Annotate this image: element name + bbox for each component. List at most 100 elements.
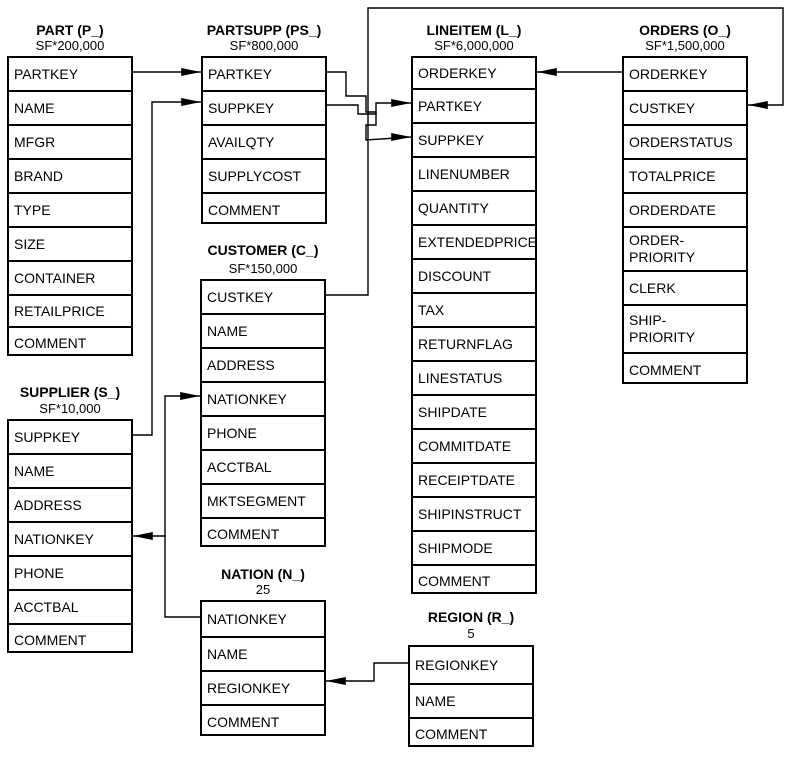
customer-field-comment: COMMENT <box>202 517 324 549</box>
orders-field-totalprice: TOTALPRICE <box>624 158 746 192</box>
link-partsupp-lineitem-partkey <box>327 102 411 115</box>
orders-table-title: ORDERS (O_) <box>639 22 731 38</box>
customer-field-mktsegment: MKTSEGMENT <box>202 483 324 517</box>
customer-field-phone: PHONE <box>202 415 324 449</box>
orders-field-orderstatus: ORDERSTATUS <box>624 124 746 158</box>
nation-field-regionkey: REGIONKEY <box>202 670 324 704</box>
link-supplier-partsupp <box>133 101 201 436</box>
supplier-field-suppkey: SUPPKEY <box>14 428 81 445</box>
lineitem-field-returnflag: RETURNFLAG <box>413 326 535 360</box>
link-partsupp-lineitem-suppkey <box>327 71 412 141</box>
part-table-title: PART (P_) <box>36 22 104 38</box>
customer-field-name: NAME <box>202 313 324 347</box>
lineitem-field-suppkey: SUPPKEY <box>413 122 535 156</box>
region-field-comment: COMMENT <box>410 717 532 749</box>
lineitem-field-receiptdate: RECEIPTDATE <box>413 462 535 496</box>
part-field-brand: BRAND <box>9 158 131 192</box>
supplier-table-title: SUPPLIER (S_) <box>19 384 121 400</box>
customer-table-cardinality: SF*150,000 <box>228 261 298 276</box>
nation-table-title: NATION (N_) <box>221 566 305 582</box>
partsupp-table-cardinality: SF*800,000 <box>229 38 299 53</box>
supplier-field-phone: PHONE <box>9 555 131 589</box>
arrowhead-lineitem-partkey <box>391 99 411 107</box>
orders-field-clerk: CLERK <box>624 270 746 304</box>
lineitem-field-quantity: QUANTITY <box>413 190 535 224</box>
supplier-table-cardinality: SF*10,000 <box>39 401 101 416</box>
customer-table-title: CUSTOMER (C_) <box>207 242 319 258</box>
part-field-retailprice: RETAILPRICE <box>9 294 131 326</box>
lineitem-field-commitdate: COMMITDATE <box>413 428 535 462</box>
lineitem-field-linenumber: LINENUMBER <box>413 156 535 190</box>
orders-field-orderkey: ORDERKEY <box>629 65 708 82</box>
lineitem-field-discount: DISCOUNT <box>413 258 535 292</box>
nation-table-cardinality: 25 <box>255 582 271 597</box>
part-field-name: NAME <box>9 90 131 124</box>
lineitem-table-title: LINEITEM (L_) <box>426 22 522 38</box>
partsupp-table-title: PARTSUPP (PS_) <box>206 22 322 38</box>
orders-field-orderpriority: ORDER- PRIORITY <box>624 226 746 270</box>
lineitem-field-linestatus: LINESTATUS <box>413 360 535 394</box>
lineitem-field-orderkey: ORDERKEY <box>418 64 497 81</box>
part-field-container: CONTAINER <box>9 260 131 294</box>
lineitem-field-partkey: PARTKEY <box>413 88 535 122</box>
lineitem-field-shipdate: SHIPDATE <box>413 394 535 428</box>
partsupp-field-supplycost: SUPPLYCOST <box>203 158 325 192</box>
partsupp-field-comment: COMMENT <box>203 192 325 226</box>
partsupp-field-suppkey: SUPPKEY <box>203 90 325 124</box>
region-field-regionkey: REGIONKEY <box>415 656 499 673</box>
orders-field-orderdate: ORDERDATE <box>624 192 746 226</box>
customer-field-address: ADDRESS <box>202 347 324 381</box>
supplier-field-acctbal: ACCTBAL <box>9 589 131 623</box>
supplier-field-comment: COMMENT <box>9 623 131 655</box>
arrowhead-nation-regionkey <box>326 677 346 685</box>
supplier-field-address: ADDRESS <box>9 487 131 521</box>
arrowhead-partsupp-partkey <box>181 68 201 76</box>
orders-field-custkey: CUSTKEY <box>624 90 746 124</box>
lineitem-field-shipmode: SHIPMODE <box>413 530 535 564</box>
customer-field-acctbal: ACCTBAL <box>202 449 324 483</box>
part-field-type: TYPE <box>9 192 131 226</box>
part-field-mfgr: MFGR <box>9 124 131 158</box>
partsupp-field-availqty: AVAILQTY <box>203 124 325 158</box>
region-field-name: NAME <box>410 683 532 717</box>
nation-field-nationkey: NATIONKEY <box>207 610 287 627</box>
arrowhead-partsupp-suppkey <box>181 98 201 106</box>
orders-field-shippriority: SHIP- PRIORITY <box>624 304 746 352</box>
arrowhead-customer-nationkey <box>180 392 200 400</box>
arrowhead-orders-custkey <box>748 101 768 109</box>
arrowhead-lineitem-suppkey <box>391 133 411 141</box>
region-table-title: REGION (R_) <box>427 609 515 625</box>
lineitem-field-extendedprice: EXTENDEDPRICE <box>413 224 535 258</box>
arrowhead-lineitem-orderkey <box>537 68 557 76</box>
orders-field-comment: COMMENT <box>624 352 746 386</box>
customer-field-custkey: CUSTKEY <box>207 288 274 305</box>
part-field-comment: COMMENT <box>9 326 131 358</box>
lineitem-field-comment: COMMENT <box>413 564 535 596</box>
region-table-cardinality: 5 <box>467 626 475 641</box>
lineitem-table-cardinality: SF*6,000,000 <box>434 38 514 53</box>
nation-field-comment: COMMENT <box>202 704 324 738</box>
customer-field-nationkey: NATIONKEY <box>202 381 324 415</box>
nation-field-name: NAME <box>202 636 324 670</box>
part-field-size: SIZE <box>9 226 131 260</box>
part-field-partkey: PARTKEY <box>14 65 79 82</box>
arrowhead-supplier-nationkey <box>133 532 153 540</box>
lineitem-field-shipinstruct: SHIPINSTRUCT <box>413 496 535 530</box>
supplier-field-name: NAME <box>9 453 131 487</box>
lineitem-field-tax: TAX <box>413 292 535 326</box>
link-customer-orders <box>326 7 784 296</box>
partsupp-field-partkey: PARTKEY <box>208 65 273 82</box>
supplier-field-nationkey: NATIONKEY <box>9 521 131 555</box>
link-region-nation <box>326 662 408 682</box>
part-table-cardinality: SF*200,000 <box>35 38 105 53</box>
